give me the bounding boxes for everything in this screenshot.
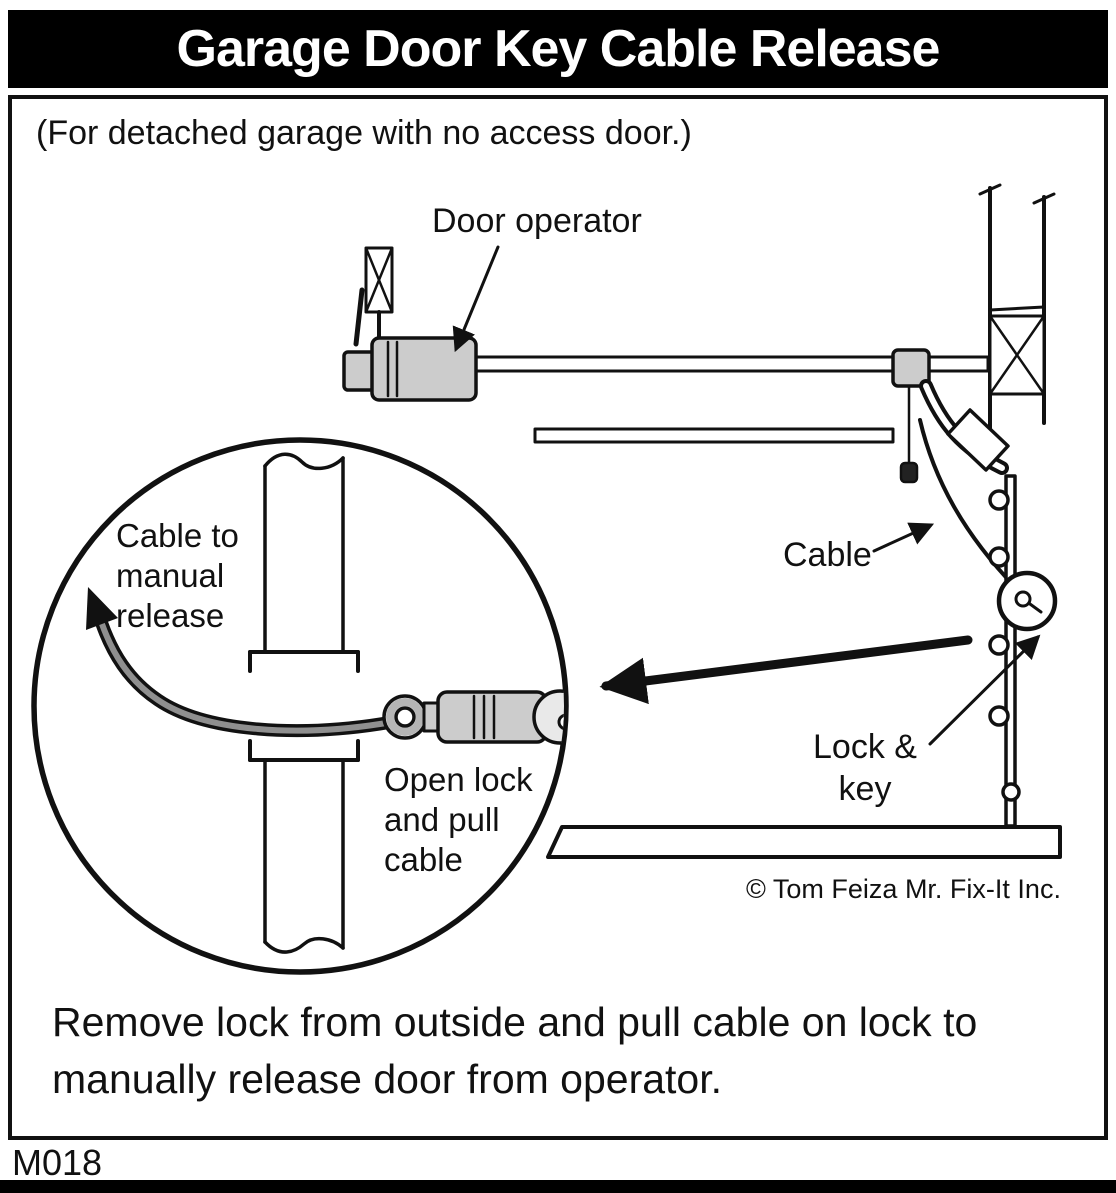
cable-to-manual-release-label: Cable to manual release xyxy=(116,517,239,634)
instruction-caption: Remove lock from outside and pull cable … xyxy=(52,999,978,1102)
diagram-code: M018 xyxy=(12,1142,103,1183)
cable-label: Cable xyxy=(783,536,872,574)
door-top-edge xyxy=(533,427,895,444)
door-arm xyxy=(919,379,1010,475)
wall-framing xyxy=(978,183,1056,432)
inset-lock-cylinder xyxy=(382,689,564,745)
door-operator-arrow xyxy=(452,245,500,353)
trolley-release xyxy=(891,348,931,484)
magnifier-inset xyxy=(86,452,564,954)
open-lock-and-pull-cable-label: Open lock and pull cable xyxy=(384,761,533,878)
key-lock xyxy=(996,570,1058,632)
copyright-credit: © Tom Feiza Mr. Fix-It Inc. xyxy=(746,874,1061,904)
lock-and-key-label: Lock & key xyxy=(813,728,917,808)
door-operator-unit xyxy=(342,336,478,402)
magnifier-circle xyxy=(31,437,569,975)
lock-key-arrow xyxy=(928,634,1041,746)
release-cable xyxy=(918,418,1018,590)
floor-slab xyxy=(546,825,1062,859)
bottom-bar xyxy=(0,1180,1116,1193)
inset-release-cable xyxy=(86,587,399,738)
page-title: Garage Door Key Cable Release xyxy=(176,20,941,78)
door-operator-label: Door operator xyxy=(432,202,642,240)
title-bar: Garage Door Key Cable Release xyxy=(8,10,1108,88)
garage-door-edge xyxy=(988,474,1021,828)
magnifier-arrow xyxy=(599,635,973,705)
cable-arrow xyxy=(872,522,935,553)
mounting-bracket xyxy=(353,246,394,347)
subtitle: (For detached garage with no access door… xyxy=(36,114,692,152)
